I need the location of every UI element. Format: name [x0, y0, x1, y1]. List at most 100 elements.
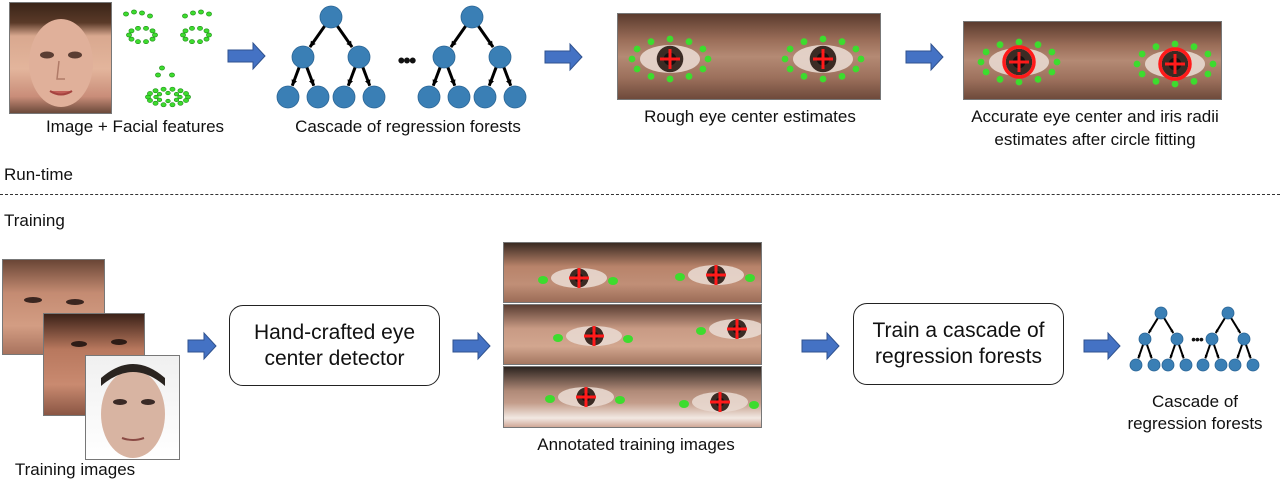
tree-arrowhead [1204, 354, 1208, 359]
landmark-dot [152, 88, 159, 94]
tree-node [347, 45, 371, 69]
landmark-dot [153, 94, 159, 100]
tree-node [1228, 358, 1242, 372]
eye-landmark [699, 45, 707, 53]
tree-node [362, 85, 386, 109]
tree-arrowhead [487, 40, 494, 48]
tree-arrowhead [346, 40, 353, 48]
tree-arrowhead [488, 79, 494, 86]
annotated-overlay [553, 319, 761, 346]
tree-arrowhead [450, 40, 457, 48]
tree-node [291, 45, 315, 69]
tree-arrowhead [506, 79, 512, 86]
eye-landmark [1204, 70, 1212, 78]
tree-arrowhead [1148, 329, 1152, 334]
tree-arrowhead [1237, 329, 1241, 334]
tree-node [1205, 332, 1219, 346]
eye-landmark [857, 55, 865, 63]
detector-line2: center detector [264, 346, 405, 370]
annotated-image-1 [503, 242, 762, 303]
accurate-caption-line1: Accurate eye center and iris radii [971, 107, 1219, 126]
output-caption-line2: regression forests [1127, 414, 1263, 433]
tree-arrowhead [1248, 354, 1252, 359]
landmark-dot [190, 10, 196, 16]
eye-landmark [1034, 41, 1042, 49]
eye-landmark [786, 65, 794, 73]
landmark-dot [182, 13, 188, 19]
eye-landmark [666, 35, 674, 43]
landmark-dot [165, 90, 171, 96]
eye-landmark [800, 38, 808, 46]
train-line2: regression forests [875, 345, 1042, 368]
detector-line1: Hand-crafted eye [253, 320, 416, 344]
ellipsis-training: ••• [1191, 331, 1204, 347]
eye-landmark [1138, 50, 1146, 58]
flow-arrow [1083, 331, 1121, 361]
tree-arrowhead [365, 79, 371, 86]
rough-caption: Rough eye center estimates [644, 107, 856, 126]
tree-node [319, 5, 343, 29]
eye-corner-landmark [623, 335, 633, 343]
tree-node [1221, 306, 1235, 320]
landmark-dot [152, 100, 159, 106]
flow-arrow [452, 331, 491, 361]
eye-landmark [685, 72, 693, 80]
landmark-dot [155, 72, 161, 78]
landmark-dot [160, 102, 167, 108]
landmark-dot [131, 9, 137, 15]
landmark-dot [203, 36, 210, 42]
tree-node [1179, 358, 1193, 372]
eye-landmark [852, 65, 860, 73]
eye-corner-landmark [749, 401, 759, 409]
tree-node [460, 5, 484, 29]
tree-arrowhead [1149, 354, 1153, 359]
eye-landmark [1171, 40, 1179, 48]
eye-landmark [1138, 70, 1146, 78]
tree-node [1154, 306, 1168, 320]
tree-arrowhead [1216, 354, 1220, 359]
landmark-dot [189, 25, 195, 31]
eye-corner-landmark [608, 277, 618, 285]
eye-landmark [1152, 77, 1160, 85]
flow-arrow [227, 41, 266, 71]
eye-landmark [1190, 77, 1198, 85]
tree-arrowhead [432, 79, 438, 86]
input-face-image [9, 2, 112, 114]
landmark-dot [173, 97, 180, 102]
eye-landmark [647, 72, 655, 80]
tree-node [1214, 358, 1228, 372]
eye-landmark [982, 68, 990, 76]
landmark-dot [197, 25, 203, 31]
tree-node [1246, 358, 1260, 372]
tree-node [1129, 358, 1143, 372]
tree-node [332, 85, 356, 109]
tree-arrowhead [450, 79, 456, 86]
landmark-dot [165, 98, 171, 104]
eye-corner-landmark [545, 395, 555, 403]
landmark-dot [156, 97, 163, 102]
eye-landmark [800, 72, 808, 80]
tree-arrowhead [309, 40, 316, 48]
landmark-dot [128, 36, 135, 42]
tree-arrowhead [347, 79, 353, 86]
eye-landmark [685, 38, 693, 46]
eye-landmark [1133, 60, 1141, 68]
tree-node [473, 85, 497, 109]
iris-circle-fit [1002, 45, 1036, 79]
eye-landmark [781, 55, 789, 63]
eye-landmark [666, 75, 674, 83]
output-tree-1 [1129, 306, 1193, 372]
runtime-section-label: Run-time [4, 165, 73, 184]
landmark-dot [169, 72, 175, 78]
landmark-dot [139, 10, 145, 16]
landmark-dot [177, 94, 183, 100]
eye-landmark [628, 55, 636, 63]
eye-landmark [1209, 60, 1217, 68]
eye-corner-landmark [553, 334, 563, 342]
eye-landmark [1034, 75, 1042, 83]
annotated-overlay [545, 387, 759, 412]
landmark-dot [169, 86, 176, 92]
landmark-dot [183, 98, 189, 103]
eye-corner-landmark [675, 273, 685, 281]
landmark-dot [126, 32, 132, 38]
